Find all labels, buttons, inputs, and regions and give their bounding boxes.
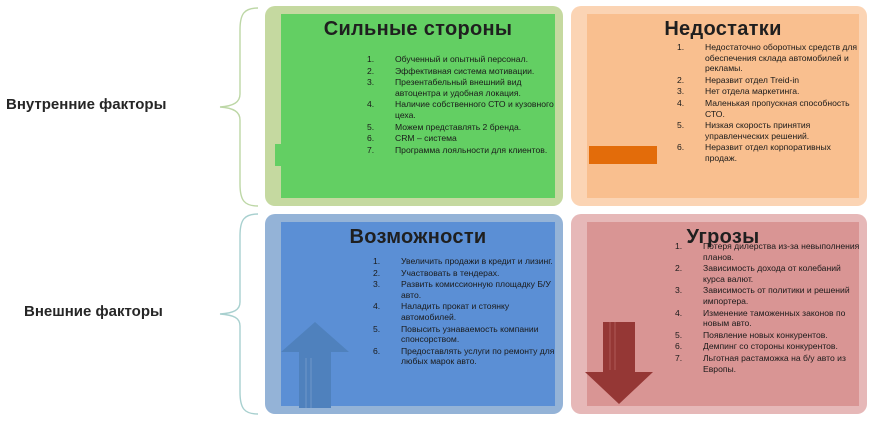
list-item: Предоставлять услуги по ремонту для любы… (373, 345, 555, 367)
list-item: Изменение таможенных законов по новым ав… (675, 307, 846, 329)
strengths-panel: Сильные стороны Обученный и опытный перс… (281, 14, 555, 198)
down-arrow-icon (585, 322, 653, 404)
list-item: Зависимость дохода от колебаний курса ва… (675, 263, 841, 284)
list-item: Наладить прокат и стоянку автомобилей. (373, 301, 510, 322)
list-item: Недостаточно оборотных средств для обесп… (677, 42, 858, 74)
strengths-title: Сильные стороны (323, 18, 513, 40)
list-item: Льготная растаможка на б/у авто из Европ… (675, 352, 846, 374)
plus-icon (275, 114, 335, 198)
list-item: Обученный и опытный персонал. (367, 54, 528, 64)
opportunities-title: Возможности (349, 226, 487, 248)
weaknesses-title: Недостатки (664, 18, 782, 40)
weaknesses-panel: Недостатки Недостаточно оборотных средст… (587, 14, 859, 198)
minus-icon (589, 146, 657, 164)
list-item: Неразвит отдел Treid-in (677, 74, 800, 85)
list-item: Зависимость от политики и решений импорт… (675, 285, 850, 306)
list-item: Участвовать в тендерах. (373, 267, 500, 278)
internal-brace (219, 7, 259, 207)
strengths-list: Обученный и опытный персонал. Эффективна… (367, 54, 555, 156)
strengths-quadrant: Сильные стороны Обученный и опытный перс… (265, 6, 563, 206)
list-item: Появление новых конкурентов. (675, 329, 828, 340)
list-item: Демпинг со стороны конкурентов. (675, 341, 838, 352)
threats-quadrant: Угрозы Потеря дилерства из-за невыполнен… (571, 214, 867, 414)
list-item: Неразвит отдел корпоративных продаж. (677, 142, 831, 163)
list-item: Презентабельный внешний вид автоцентра и… (367, 77, 522, 98)
list-item: Низкая скорость принятия управленческих … (677, 120, 811, 141)
external-brace (219, 213, 259, 415)
external-factors-label: Внешние факторы (24, 303, 163, 320)
internal-factors-label: Внутренние факторы (6, 96, 167, 113)
list-item: Программа лояльности для клиентов. (367, 144, 548, 155)
weaknesses-list: Недостаточно оборотных средств для обесп… (677, 42, 863, 165)
up-arrow-icon (281, 322, 349, 408)
list-item: Эффективная система мотивации. (367, 65, 535, 76)
list-item: Маленькая пропускная способность СТО. (677, 97, 850, 119)
weaknesses-quadrant: Недостатки Недостаточно оборотных средст… (571, 6, 867, 206)
list-item: Нет отдела маркетинга. (677, 86, 800, 97)
opportunities-quadrant: Возможности Увеличить продажи в кредит и… (265, 214, 563, 414)
list-item: Можем представлять 2 бренда. (367, 121, 522, 132)
opportunities-list: Увеличить продажи в кредит и лизинг. Уча… (373, 256, 559, 368)
list-item: Потеря дилерства из-за невыполнения план… (675, 241, 860, 262)
list-item: Увеличить продажи в кредит и лизинг. (373, 256, 553, 266)
list-item: Наличие собственного СТО и кузовного цех… (367, 99, 554, 120)
list-item: Развить комиссионную площадку Б/У авто. (373, 279, 551, 300)
list-item: CRM – система (367, 133, 457, 144)
threats-list: Потеря дилерства из-за невыполнения план… (675, 241, 861, 375)
list-item: Повысить узнаваемость компании спонсорст… (373, 323, 539, 345)
